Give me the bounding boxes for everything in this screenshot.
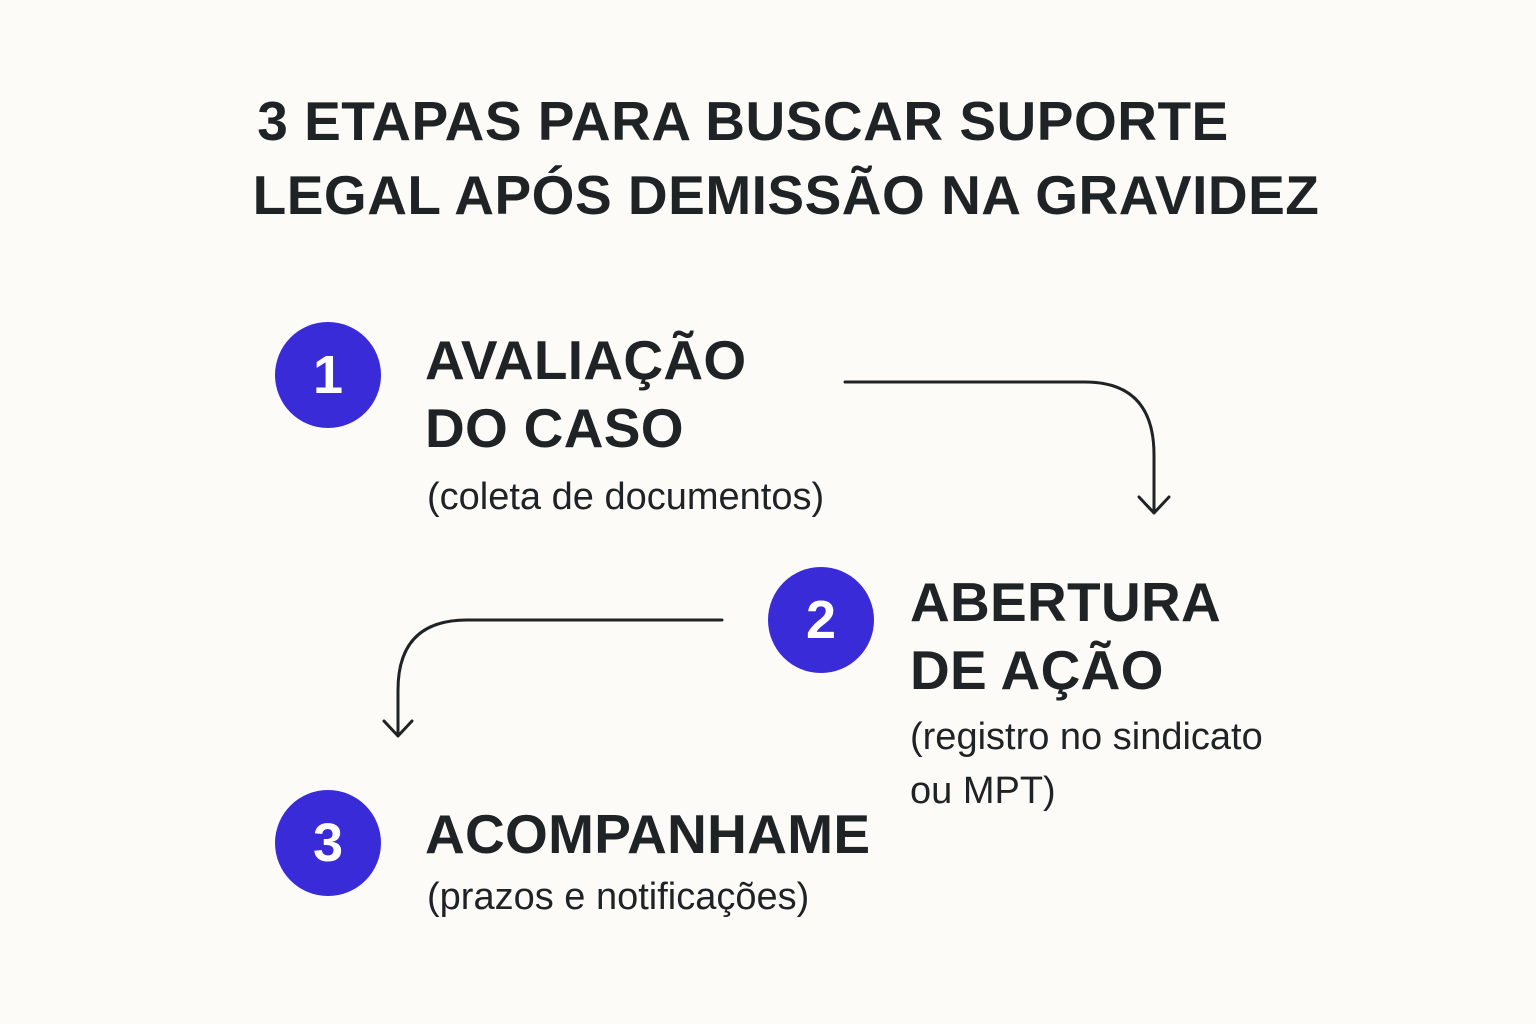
step-3-description: (prazos e notificações) [427,870,809,924]
step-2-title-line-1: ABERTURA [910,571,1221,633]
diagram-title-line-2: LEGAL APÓS DEMISSÃO NA GRAVIDEZ [252,164,1320,226]
step-1-title-line-2: DO CASO [425,397,684,459]
step-2-description-line-1: (registro no sindicato [910,716,1263,758]
step-1-description-line-1: (coleta de documentos) [427,476,825,518]
step-3-number-badge: 3 [275,790,381,896]
step-3-title-line-1: ACOMPANHAME [425,803,871,865]
arrow-step-2-to-3-head [382,719,414,738]
step-2-title: ABERTURA DE AÇÃO [910,568,1221,704]
arrow-step-1-to-2 [843,380,1156,514]
step-1-title: AVALIAÇÃO DO CASO [425,326,746,462]
step-2-number-badge: 2 [768,567,874,673]
diagram-title: 3 ETAPAS PARA BUSCAR SUPORTE LEGAL APÓS … [0,84,1536,232]
step-2-description-line-2: ou MPT) [910,770,1056,812]
diagram-title-line-1: 3 ETAPAS PARA BUSCAR SUPORTE [257,90,1229,152]
arrow-step-1-to-2-head [1137,495,1171,515]
step-2-title-line-2: DE AÇÃO [910,639,1164,701]
step-2-description: (registro no sindicato ou MPT) [910,710,1263,818]
step-3-title: ACOMPANHAME [425,800,870,868]
step-1-title-line-1: AVALIAÇÃO [425,329,747,391]
step-3-description-line-1: (prazos e notificações) [427,876,810,918]
step-1-number-badge: 1 [275,322,381,428]
arrow-step-2-to-3 [396,618,724,737]
step-1-description: (coleta de documentos) [427,470,824,524]
